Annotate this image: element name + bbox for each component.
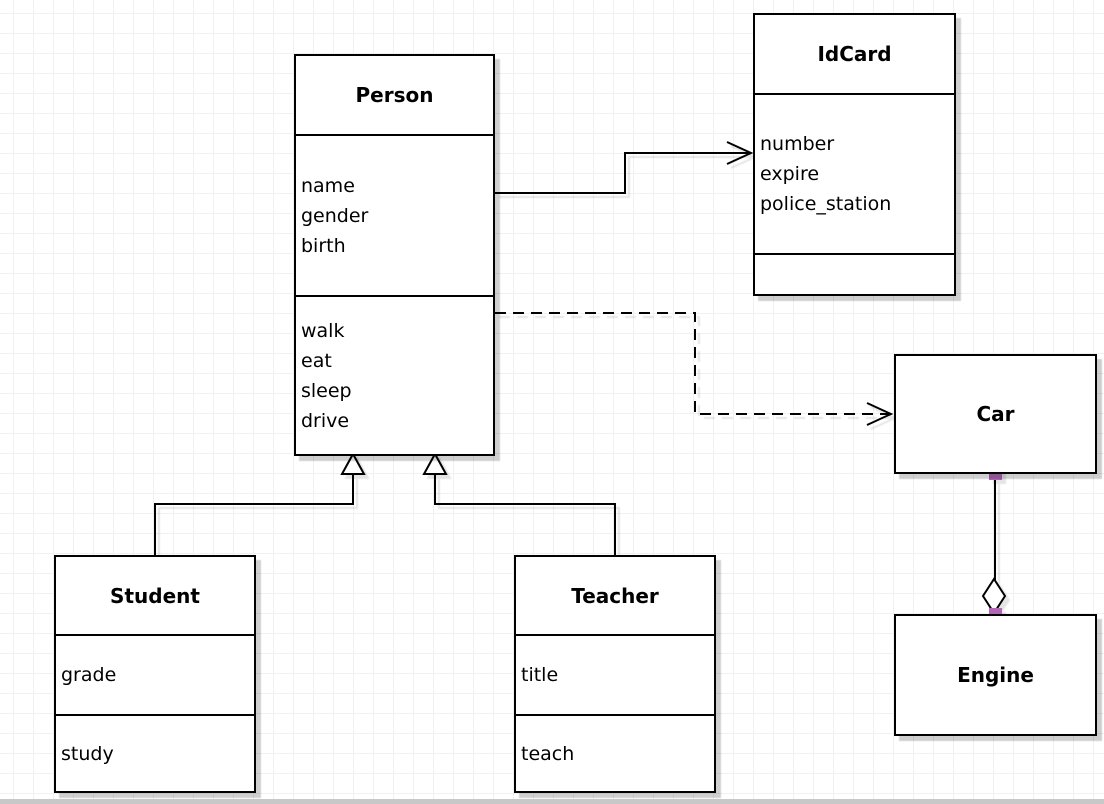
open-arrowhead-icon bbox=[726, 141, 754, 165]
class-box-car[interactable]: Car bbox=[894, 354, 1097, 474]
attributes-section: name gender birth bbox=[296, 134, 493, 295]
attributes-section: number expire police_station bbox=[755, 93, 954, 253]
edge-dependency-person-car[interactable] bbox=[495, 312, 894, 426]
generalization-line[interactable] bbox=[154, 474, 354, 555]
attribute: grade bbox=[61, 664, 117, 686]
edge-generalization-teacher-person[interactable] bbox=[422, 451, 616, 555]
method: teach bbox=[521, 742, 575, 765]
edge-generalization-student-person[interactable] bbox=[154, 451, 366, 555]
class-title: Person bbox=[355, 83, 434, 107]
class-title: Engine bbox=[957, 663, 1034, 687]
attribute: birth bbox=[301, 234, 346, 257]
method: sleep bbox=[301, 379, 352, 402]
methods-section: walk eat sleep drive bbox=[296, 295, 493, 454]
attribute: expire bbox=[760, 163, 820, 185]
class-title: Teacher bbox=[571, 583, 659, 608]
class-title: Student bbox=[110, 583, 200, 608]
attribute: police_station bbox=[760, 193, 892, 215]
class-title: IdCard bbox=[817, 42, 892, 66]
method: drive bbox=[301, 409, 350, 432]
hollow-diamond-icon bbox=[981, 577, 1007, 615]
class-box-idcard[interactable]: IdCard number expire police_station bbox=[753, 13, 956, 296]
method: eat bbox=[301, 349, 332, 372]
method: study bbox=[61, 742, 114, 765]
attribute: gender bbox=[301, 204, 369, 227]
attributes-section: title bbox=[516, 634, 714, 714]
class-box-engine[interactable]: Engine bbox=[894, 614, 1097, 736]
hollow-triangle-icon bbox=[340, 451, 366, 475]
edge-association-person-idcard[interactable] bbox=[495, 141, 754, 194]
open-arrowhead-icon bbox=[866, 402, 894, 426]
hollow-triangle-icon bbox=[422, 451, 448, 475]
class-title: Car bbox=[976, 402, 1015, 426]
class-box-student[interactable]: Student grade study bbox=[54, 555, 256, 793]
methods-section-empty bbox=[755, 253, 954, 294]
methods-section: teach bbox=[516, 714, 714, 791]
methods-section: study bbox=[56, 714, 254, 791]
canvas-bottom-edge bbox=[0, 799, 1104, 804]
method: walk bbox=[301, 319, 345, 342]
association-line[interactable] bbox=[495, 152, 751, 194]
dependency-line[interactable] bbox=[495, 312, 889, 415]
attributes-section: grade bbox=[56, 634, 254, 714]
attribute: title bbox=[521, 664, 559, 686]
edge-aggregation-car-engine[interactable] bbox=[981, 467, 1007, 621]
attribute: name bbox=[301, 174, 355, 197]
attribute: number bbox=[760, 133, 835, 155]
class-box-person[interactable]: Person name gender birth walk eat sleep … bbox=[294, 54, 495, 456]
generalization-line[interactable] bbox=[434, 474, 616, 555]
class-box-teacher[interactable]: Teacher title teach bbox=[514, 555, 716, 793]
